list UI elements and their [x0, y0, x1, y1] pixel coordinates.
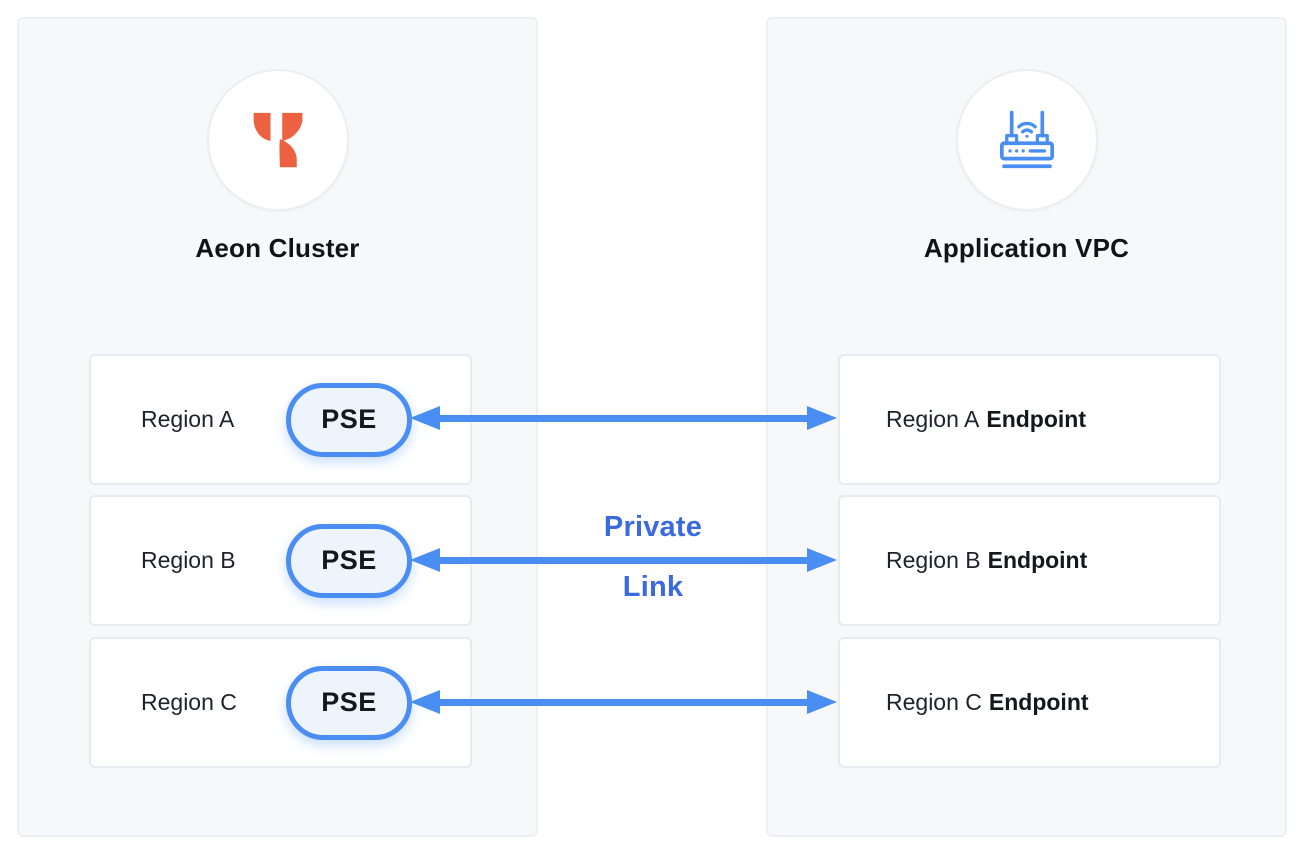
vpc-region-c-row: Region C Endpoint: [838, 637, 1221, 768]
aeon-region-a-row: Region A PSE: [89, 354, 472, 485]
endpoint-b-type: Endpoint: [987, 547, 1088, 573]
pse-badge-c: PSE: [286, 665, 412, 740]
vpc-region-a-row: Region A Endpoint: [838, 354, 1221, 485]
pse-badge-b: PSE: [286, 523, 412, 598]
endpoint-a-region: Region A: [886, 406, 980, 432]
endpoint-b-region: Region B: [886, 547, 981, 573]
arrow-head-right-icon: [807, 690, 837, 714]
router-icon: [999, 110, 1054, 169]
aeon-cluster-panel: Aeon Cluster Region A PSE Region B PSE R…: [17, 17, 538, 837]
left-panel-title: Aeon Cluster: [195, 233, 360, 263]
application-vpc-panel: Application VPC Region A Endpoint Region…: [766, 17, 1287, 837]
endpoint-a-type: Endpoint: [986, 406, 1086, 432]
aeon-logo-badge: [206, 69, 349, 211]
endpoint-c-type: Endpoint: [988, 689, 1089, 715]
region-b-label: Region B: [141, 547, 236, 573]
region-c-label: Region C: [141, 689, 237, 715]
endpoint-c-region: Region C: [886, 689, 982, 715]
region-a-label: Region A: [141, 406, 235, 432]
router-badge: [955, 69, 1098, 211]
vpc-region-b-row: Region B Endpoint: [838, 495, 1221, 626]
arrow-head-right-icon: [807, 406, 837, 430]
aeon-region-b-row: Region B PSE: [89, 495, 472, 626]
private-link-label-line1: Private: [603, 511, 703, 543]
private-link-arrow-a: [410, 406, 837, 430]
arrow-shaft: [432, 557, 815, 564]
private-link-arrow-c: [410, 690, 837, 714]
aeon-logo-icon: [253, 112, 302, 168]
private-link-arrow-b: [410, 548, 837, 572]
arrow-shaft: [432, 415, 815, 422]
private-link-label-line2: Link: [622, 571, 684, 603]
pse-badge-a: PSE: [286, 382, 412, 457]
arrow-shaft: [432, 699, 815, 706]
arrow-head-right-icon: [807, 548, 837, 572]
right-panel-title: Application VPC: [923, 233, 1130, 263]
aeon-region-c-row: Region C PSE: [89, 637, 472, 768]
